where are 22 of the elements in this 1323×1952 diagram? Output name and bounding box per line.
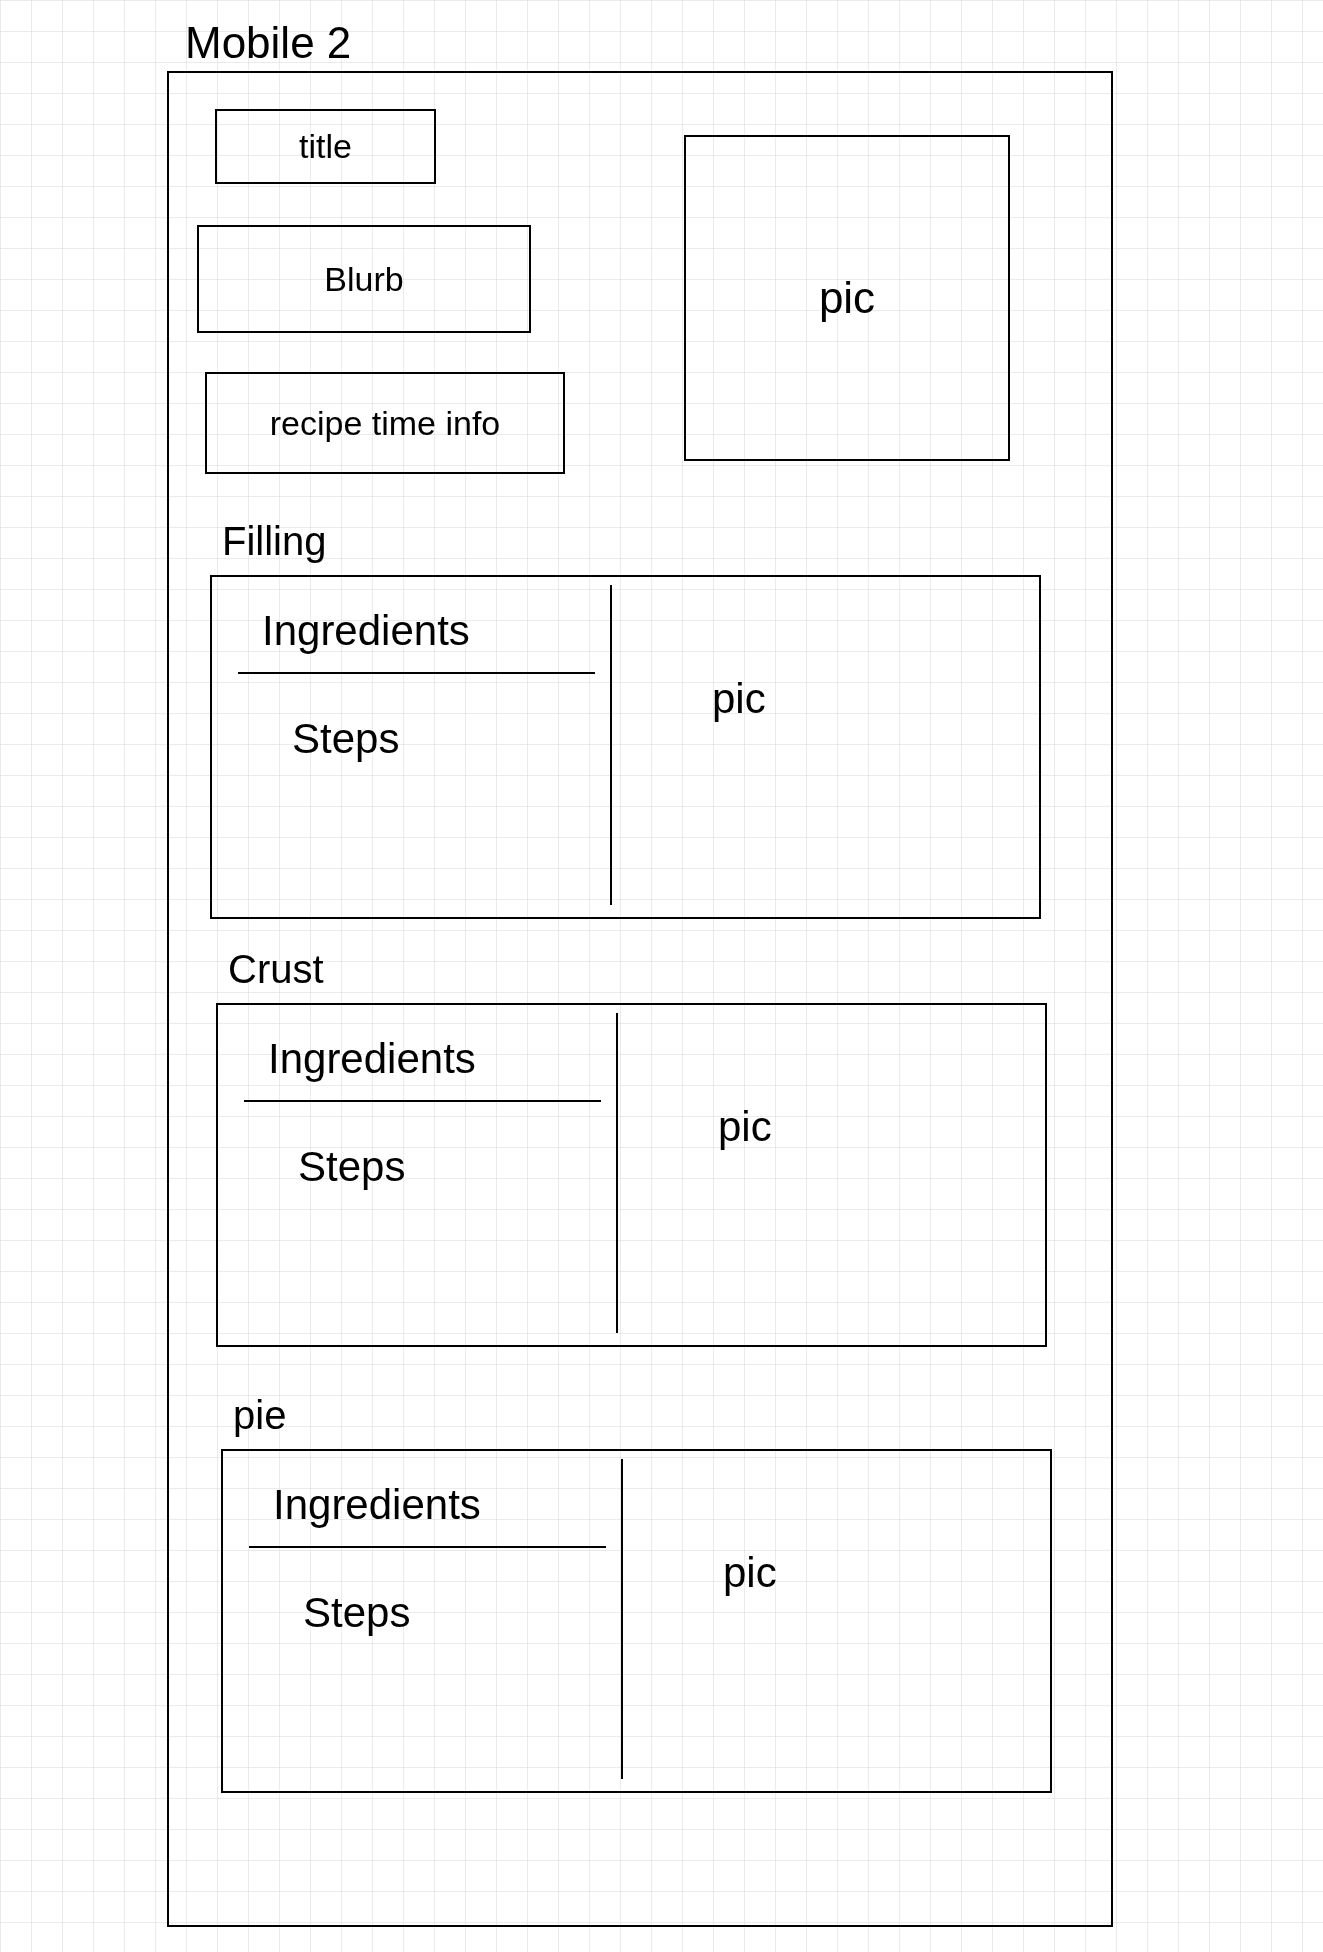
- ingredients-label: Ingredients: [262, 606, 470, 656]
- box-label: title: [299, 126, 352, 168]
- section-heading: pie: [233, 1392, 287, 1439]
- pic-label: pic: [723, 1548, 777, 1598]
- steps-label: Steps: [298, 1142, 406, 1192]
- placeholder-box: [205, 372, 565, 474]
- pic-label: pic: [712, 674, 766, 724]
- placeholder-box: [197, 225, 531, 333]
- section-heading: Filling: [222, 518, 327, 565]
- steps-label: Steps: [303, 1588, 411, 1638]
- ingredients-label: Ingredients: [268, 1034, 476, 1084]
- ingredients-label: Ingredients: [273, 1480, 481, 1530]
- section-heading: Crust: [228, 946, 324, 993]
- phone-frame: [167, 71, 1113, 1927]
- pic-label: pic: [718, 1102, 772, 1152]
- steps-label: Steps: [292, 714, 400, 764]
- picture-area: [684, 135, 1010, 461]
- box-label: recipe time info: [269, 402, 501, 444]
- pic-label: pic: [818, 272, 876, 324]
- placeholder-box: [215, 109, 436, 184]
- page-heading: Mobile 2: [185, 17, 352, 69]
- box-label: Blurb: [324, 258, 404, 300]
